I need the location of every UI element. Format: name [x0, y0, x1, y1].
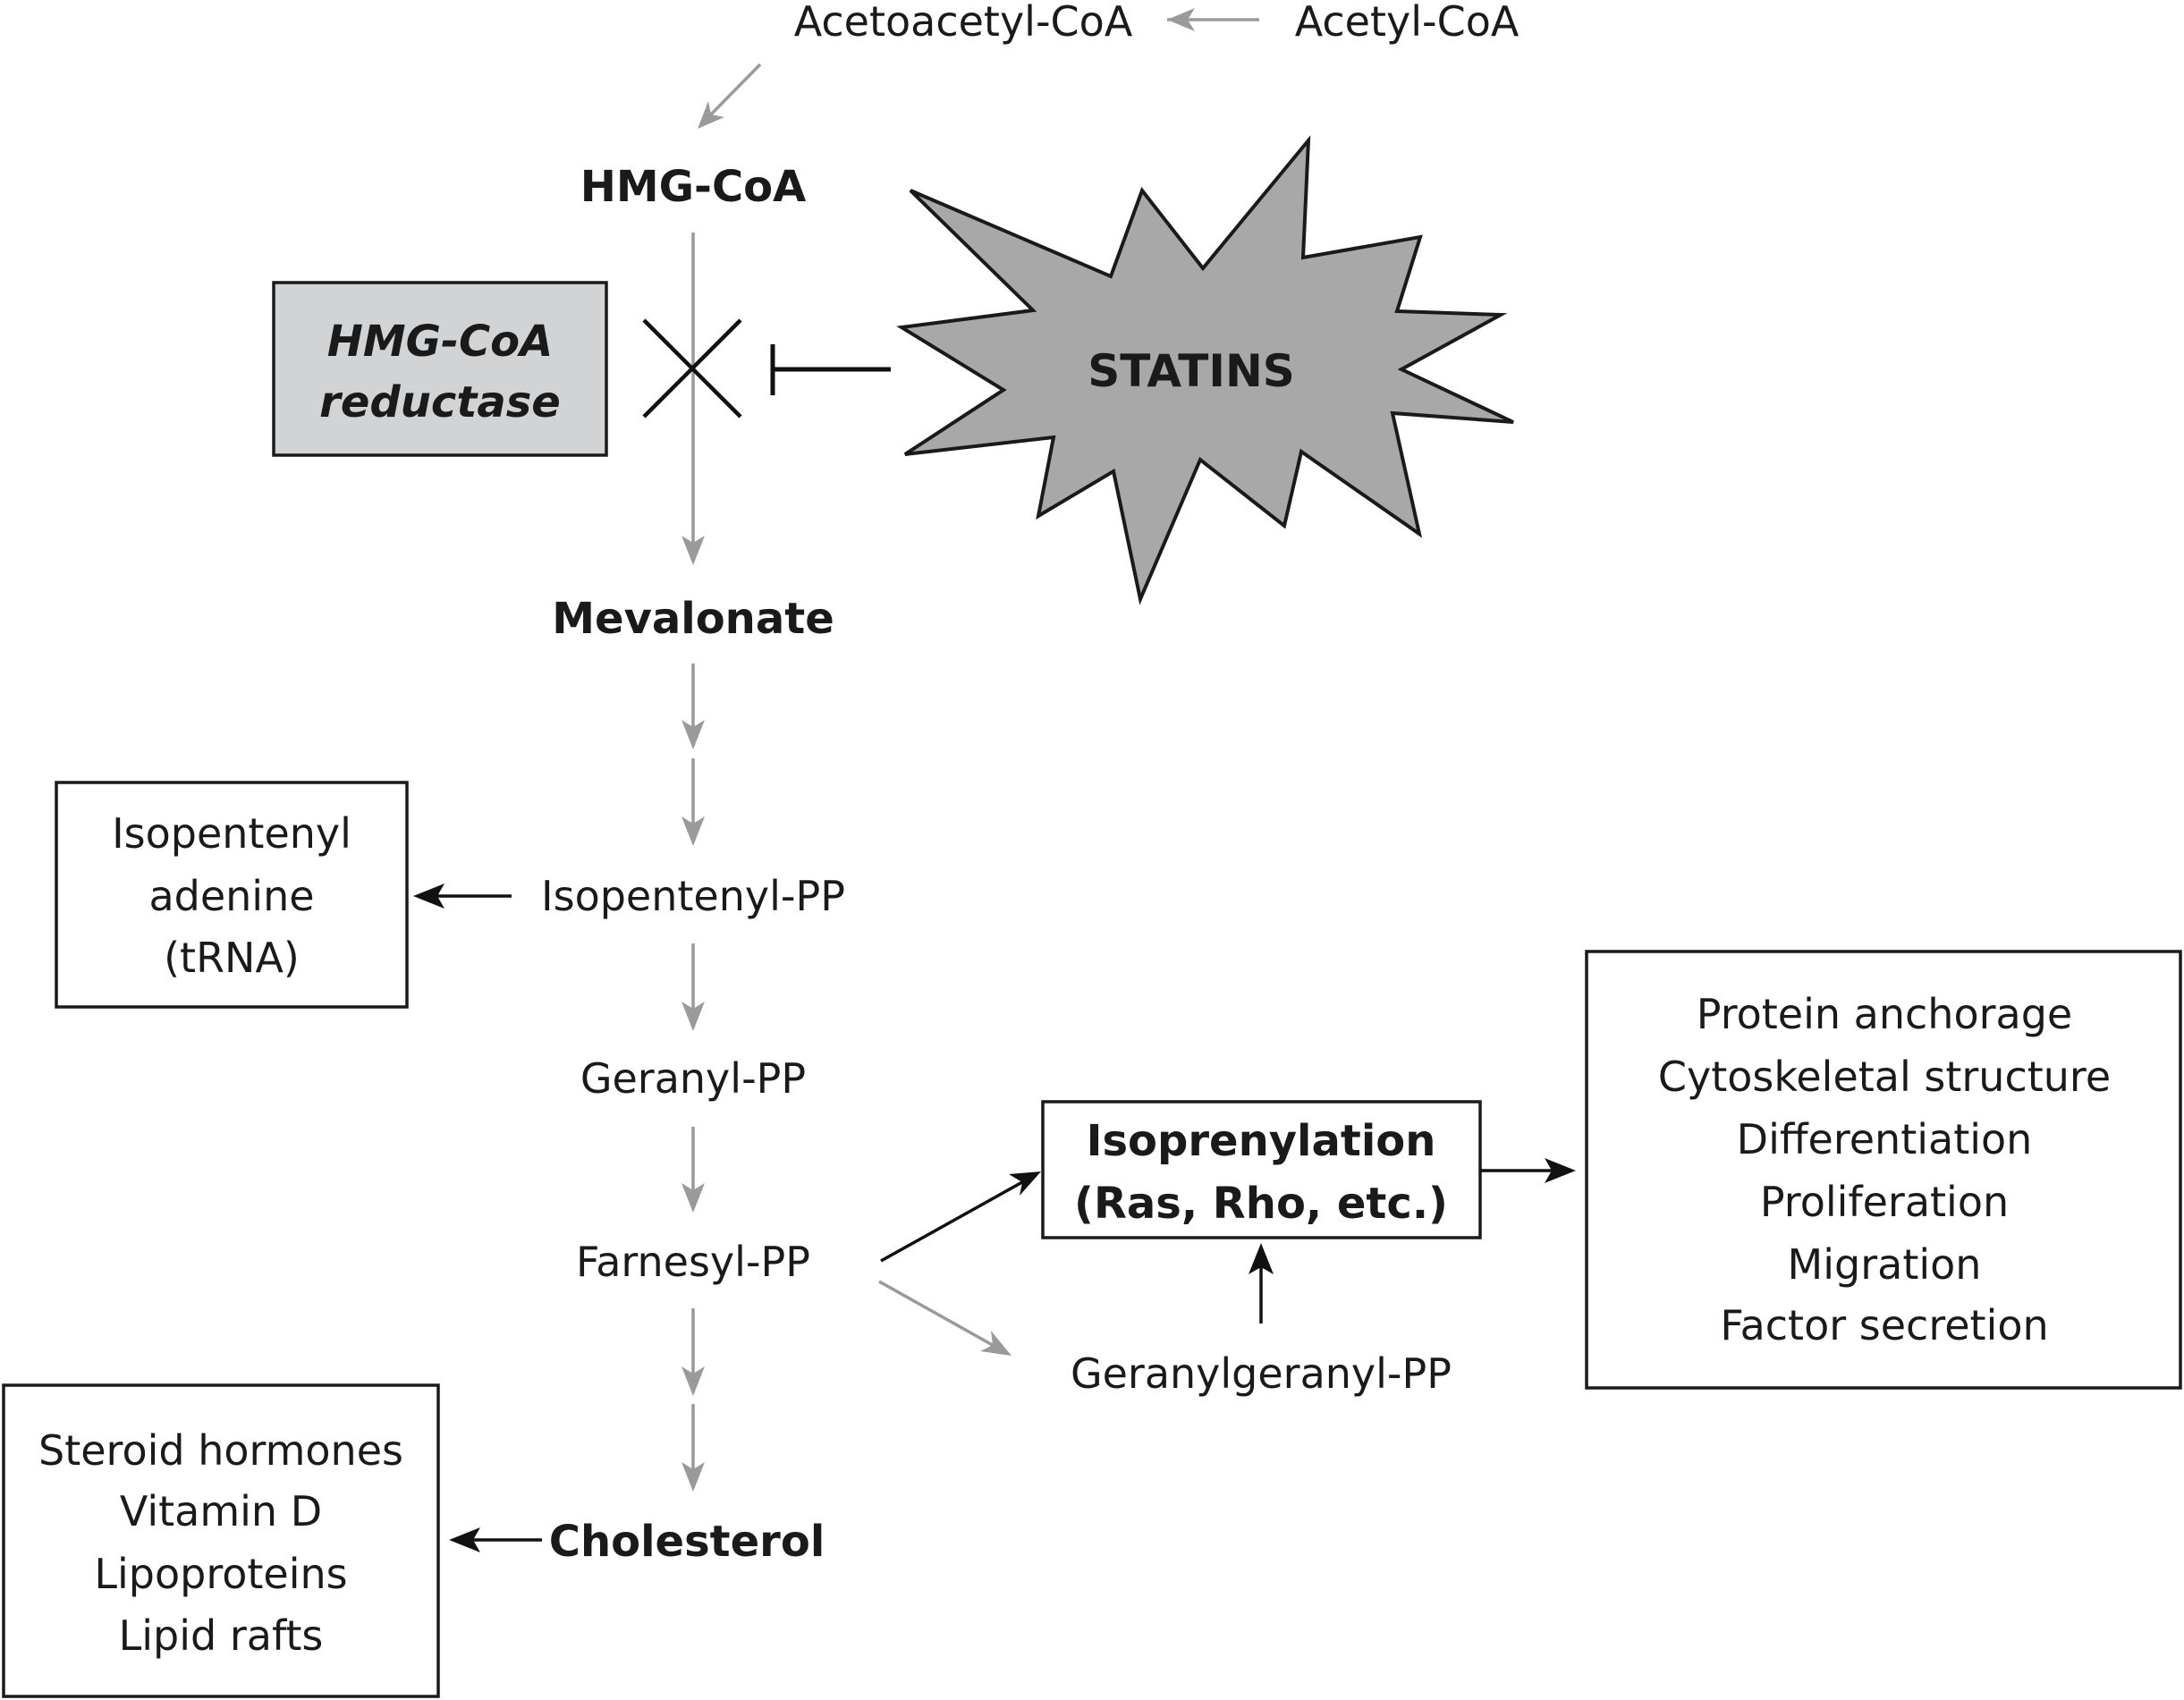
- statins-label: STATINS: [1088, 345, 1295, 397]
- isopentenyl-pp-label: Isopentenyl-PP: [541, 872, 845, 920]
- acetoacetyl-coa-label: Acetoacetyl-CoA: [794, 0, 1133, 46]
- arrowhead-mevalonate-step1: [681, 720, 705, 749]
- product-lipid-rafts: Lipid rafts: [119, 1611, 324, 1660]
- arrowhead-hmgcoa-to-mevalonate: [681, 536, 705, 565]
- arrow-farnesyl-to-geranylgeranyl: [878, 1280, 998, 1349]
- isopentenyl-adenine-box: [55, 781, 409, 1009]
- acetyl-coa-label: Acetyl-CoA: [1295, 0, 1519, 46]
- arrowhead-acetoacetyl-to-hmgcoa: [698, 101, 724, 129]
- arrowhead-isoprenylation-to-functions: [1545, 1158, 1576, 1183]
- isoprenylation-line2: (Ras, Rho, etc.): [1074, 1179, 1448, 1229]
- hmg-coa-reductase-line2: reductase: [319, 377, 561, 427]
- arrowhead-isopentenyl-to-geranyl: [681, 1002, 705, 1031]
- isopentenyl-adenine-line3: (tRNA): [164, 934, 300, 982]
- product-lipoproteins: Lipoproteins: [94, 1550, 347, 1598]
- arrowhead-mevalonate-step2: [681, 816, 705, 846]
- function-protein-anchorage: Protein anchorage: [1697, 990, 2072, 1038]
- isoprenylation-functions-box: [1585, 950, 2182, 1390]
- product-vitamin-d: Vitamin D: [120, 1487, 322, 1535]
- arrowhead-isopentenyl-to-adenine: [413, 884, 444, 909]
- geranylgeranyl-pp-label: Geranylgeranyl-PP: [1071, 1349, 1452, 1398]
- isopentenyl-adenine-line1: Isopentenyl: [112, 809, 351, 858]
- arrowhead-farnesyl-step2: [681, 1462, 705, 1492]
- cholesterol-products-box: [2, 1383, 440, 1698]
- function-migration: Migration: [1788, 1240, 1982, 1289]
- function-differentiation: Differentiation: [1737, 1115, 2033, 1163]
- arrowhead-farnesyl-to-geranylgeranyl: [980, 1331, 1012, 1356]
- statins-starburst: [896, 135, 1514, 605]
- block-x-stroke-2: [642, 318, 742, 419]
- arrowhead-acetyl-to-acetoacetyl: [1167, 8, 1195, 31]
- isoprenylation-box: [1041, 1100, 1482, 1239]
- arrowhead-cholesterol-to-products: [449, 1527, 480, 1552]
- cholesterol-label: Cholesterol: [549, 1517, 825, 1567]
- isopentenyl-adenine-line2: adenine: [148, 872, 314, 920]
- arrow-acetoacetyl-to-hmgcoa: [705, 63, 762, 121]
- hmg-coa-reductase-line1: HMG-CoA: [327, 317, 554, 367]
- farnesyl-pp-label: Farnesyl-PP: [576, 1238, 810, 1286]
- function-proliferation: Proliferation: [1760, 1178, 2009, 1226]
- isoprenylation-line1: Isoprenylation: [1087, 1116, 1436, 1166]
- arrow-farnesyl-to-isoprenylation: [880, 1177, 1029, 1263]
- function-factor-secretion: Factor secretion: [1720, 1301, 2048, 1349]
- hmg-coa-reductase-box: [272, 281, 608, 457]
- arrowhead-geranyl-to-farnesyl: [681, 1183, 705, 1213]
- arrowhead-farnesyl-to-isoprenylation: [1009, 1171, 1041, 1196]
- function-cytoskeletal-structure: Cytoskeletal structure: [1658, 1053, 2111, 1101]
- arrowhead-geranylgeranyl-to-isoprenylation: [1249, 1243, 1274, 1274]
- arrowhead-farnesyl-step1: [681, 1366, 705, 1396]
- mevalonate-label: Mevalonate: [552, 594, 834, 644]
- hmg-coa-label: HMG-CoA: [580, 162, 807, 212]
- product-steroid-hormones: Steroid hormones: [38, 1426, 403, 1475]
- geranyl-pp-label: Geranyl-PP: [580, 1054, 806, 1103]
